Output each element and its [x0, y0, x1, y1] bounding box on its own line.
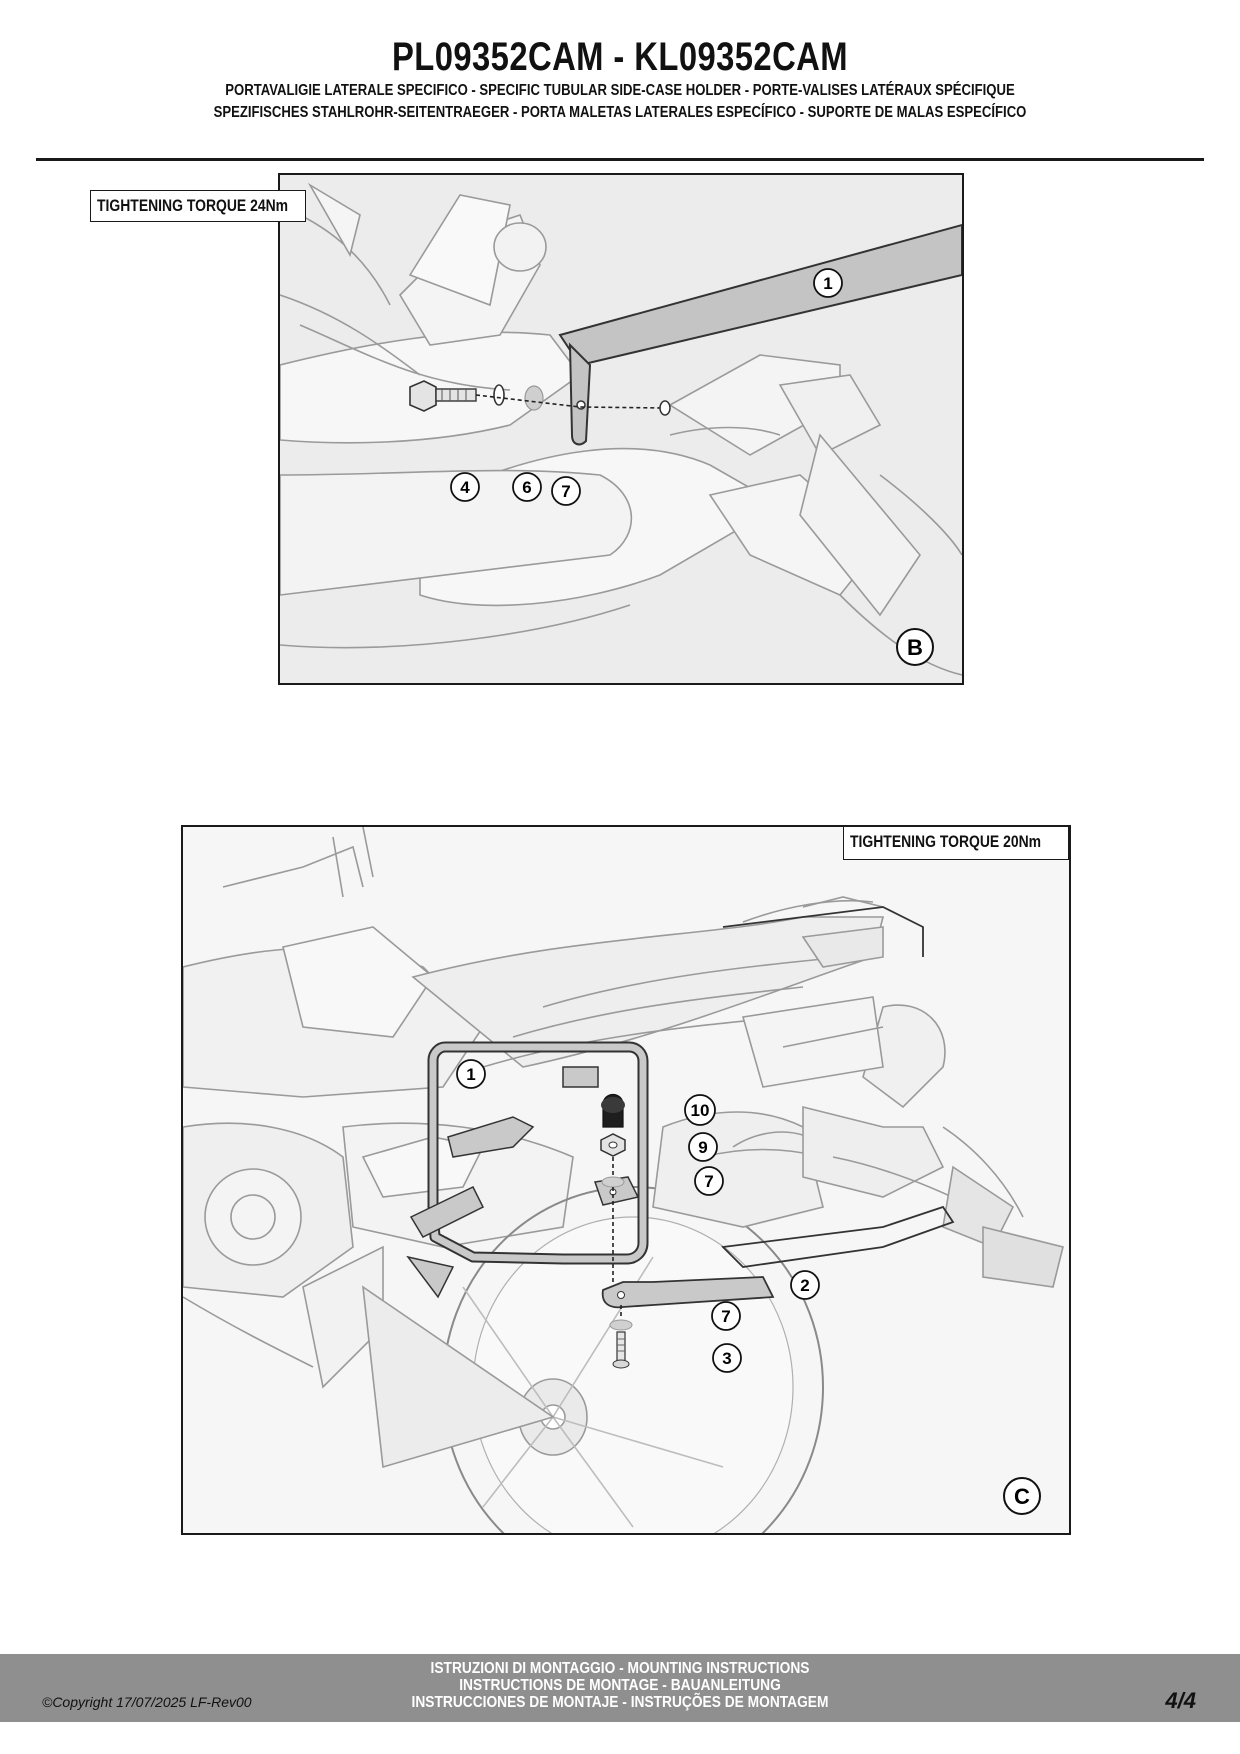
page-number: 4/4 — [1165, 1688, 1196, 1713]
footer-line-3: INSTRUCCIONES DE MONTAJE - INSTRUÇÕES DE… — [411, 1694, 829, 1711]
diagram-panel-c — [181, 825, 1071, 1535]
svg-text:7: 7 — [561, 482, 570, 501]
torque-label-b: TIGHTENING TORQUE 24Nm — [90, 190, 306, 222]
subtitle-line-2: SPEZIFISCHES STAHLROHR-SEITENTRAEGER - P… — [213, 104, 1027, 121]
torque-label-c: TIGHTENING TORQUE 20Nm — [843, 826, 1069, 860]
svg-text:B: B — [907, 635, 923, 660]
callouts-c: 1 10 9 7 2 7 3 C — [456, 1059, 1041, 1515]
svg-text:7: 7 — [704, 1172, 713, 1191]
tubular-side-case-holder-b — [558, 223, 962, 446]
svg-text:10: 10 — [691, 1101, 710, 1120]
diagram-panel-b — [278, 173, 964, 685]
svg-text:7: 7 — [721, 1307, 730, 1326]
callout-1-b: 1 — [813, 268, 843, 298]
footer-titles: ISTRUZIONI DI MONTAGGIO - MOUNTING INSTR… — [0, 1660, 1240, 1711]
svg-text:C: C — [1014, 1484, 1030, 1509]
motorcycle-outline-c — [183, 827, 1069, 1533]
callout-7-c-upper: 7 — [694, 1166, 724, 1196]
callout-3-c: 3 — [712, 1343, 742, 1373]
step-b-illustration — [280, 175, 962, 683]
document-header: PL09352CAM - KL09352CAM PORTAVALIGIE LAT… — [0, 34, 1240, 124]
footer-line-2: INSTRUCTIONS DE MONTAGE - BAUANLEITUNG — [459, 1677, 781, 1694]
callout-10-c: 10 — [684, 1094, 716, 1126]
header-divider — [36, 158, 1204, 161]
document-title: PL09352CAM - KL09352CAM — [391, 35, 849, 79]
svg-text:1: 1 — [466, 1065, 475, 1084]
hardware-stack-c — [600, 1093, 633, 1369]
callouts-b: 1 4 6 7 B — [450, 268, 934, 666]
footer-line-1: ISTRUZIONI DI MONTAGGIO - MOUNTING INSTR… — [430, 1660, 810, 1677]
svg-text:2: 2 — [800, 1276, 809, 1295]
callout-1-c: 1 — [456, 1059, 486, 1089]
svg-text:9: 9 — [698, 1138, 707, 1157]
tubular-side-case-holder-c — [406, 906, 955, 1309]
step-c-illustration — [183, 827, 1069, 1533]
subtitle-line-1: PORTAVALIGIE LATERALE SPECIFICO - SPECIF… — [225, 82, 1015, 99]
callout-2-c: 2 — [790, 1270, 820, 1300]
callout-7-b: 7 — [551, 476, 581, 506]
svg-text:3: 3 — [722, 1349, 731, 1368]
footer-band — [0, 1654, 1240, 1722]
copyright-notice: ©Copyright 17/07/2025 LF-Rev00 — [42, 1694, 252, 1710]
svg-text:1: 1 — [823, 274, 832, 293]
step-letter-b: B — [896, 628, 934, 666]
callout-7-c-lower: 7 — [711, 1301, 741, 1331]
callout-4-b: 4 — [450, 472, 480, 502]
callout-6-b: 6 — [512, 472, 542, 502]
svg-text:4: 4 — [460, 478, 470, 497]
step-letter-c: C — [1003, 1477, 1041, 1515]
bolt-washer-assembly-b — [409, 380, 671, 416]
callout-9-c: 9 — [688, 1132, 718, 1162]
svg-text:6: 6 — [522, 478, 531, 497]
